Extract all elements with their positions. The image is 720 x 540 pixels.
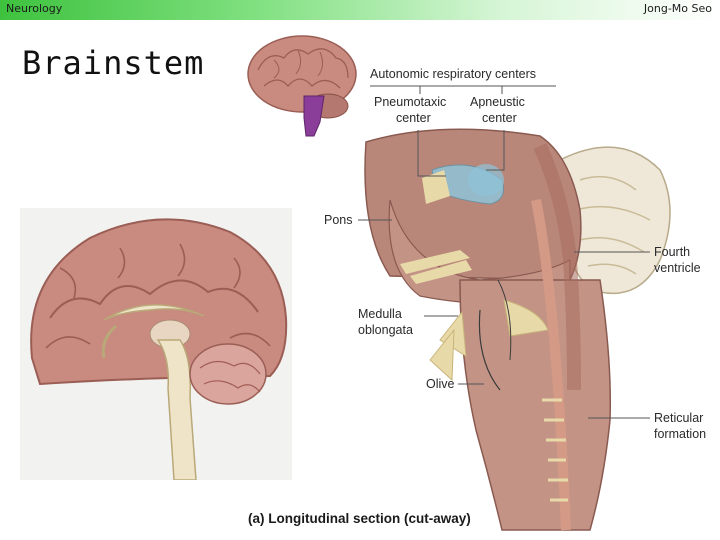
label-reticular-line2: formation <box>654 427 706 441</box>
label-medulla-line1: Medulla <box>358 307 402 321</box>
label-apneustic-line2: center <box>482 111 517 125</box>
label-pneumotaxic-line1: Pneumotaxic <box>374 95 446 109</box>
label-reticular-line1: Reticular <box>654 411 703 425</box>
label-olive: Olive <box>426 377 455 391</box>
label-fourth-ventricle-line1: Fourth <box>654 245 690 259</box>
header-course-label: Neurology <box>6 2 63 15</box>
slide-title: Brainstem <box>22 44 205 82</box>
brainstem-cutaway-illustration <box>364 128 671 531</box>
label-fourth-ventricle-line2: ventricle <box>654 261 701 275</box>
header-author-label: Jong-Mo Seo <box>643 2 712 15</box>
sagittal-brain-illustration <box>20 208 292 480</box>
header-bar: Neurology Jong-Mo Seo <box>0 0 720 20</box>
brain-thumbnail-illustration <box>247 35 357 137</box>
label-pons: Pons <box>324 213 353 227</box>
label-pneumotaxic-line2: center <box>396 111 431 125</box>
label-medulla-line2: oblongata <box>358 323 413 337</box>
label-apneustic-line1: Apneustic <box>470 95 525 109</box>
figure-caption: (a) Longitudinal section (cut-away) <box>248 511 471 526</box>
label-autonomic-centers: Autonomic respiratory centers <box>370 67 536 81</box>
